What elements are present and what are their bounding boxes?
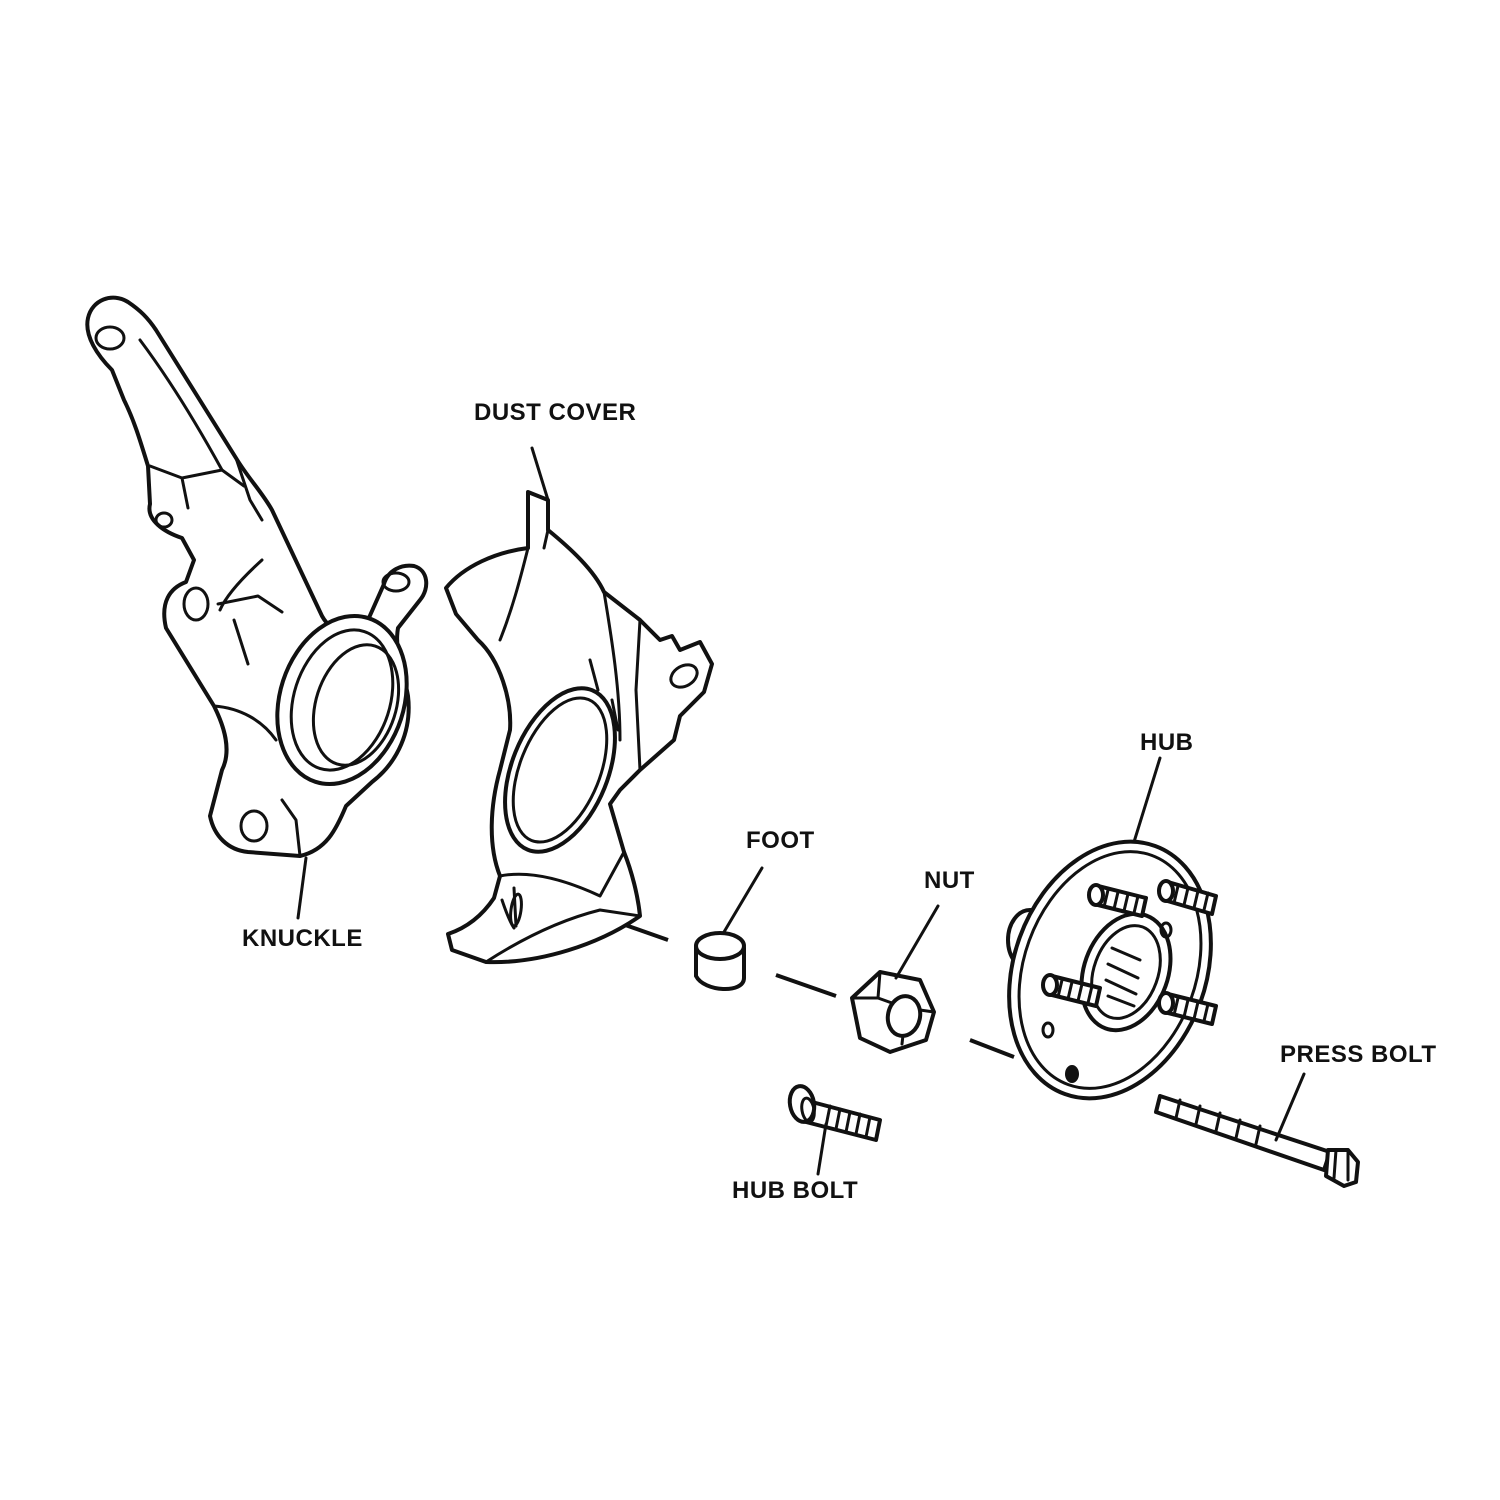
label-press-bolt: PRESS BOLT bbox=[1280, 1041, 1437, 1068]
label-knuckle: KNUCKLE bbox=[242, 925, 363, 952]
leader-hub bbox=[1132, 756, 1162, 844]
leader-foot bbox=[722, 866, 764, 934]
leader-hub-bolt bbox=[816, 1122, 828, 1176]
dust-cover-part bbox=[444, 490, 714, 965]
leader-lines bbox=[296, 446, 1306, 1176]
hub-studs bbox=[1041, 879, 1218, 1026]
label-foot: FOOT bbox=[746, 827, 815, 854]
press-bolt-part bbox=[1154, 1094, 1360, 1188]
foot-part bbox=[694, 931, 746, 992]
label-dust-cover: DUST COVER bbox=[474, 399, 636, 426]
leader-nut bbox=[894, 904, 940, 980]
label-hub-bolt: HUB BOLT bbox=[732, 1177, 858, 1204]
hub-bolt-part bbox=[787, 1084, 882, 1142]
leader-dust-cover bbox=[530, 446, 550, 502]
label-hub: HUB bbox=[1140, 729, 1194, 756]
leader-press-bolt bbox=[1274, 1072, 1306, 1142]
nut-part bbox=[850, 970, 936, 1054]
hub-part bbox=[1006, 839, 1218, 1101]
knuckle-part bbox=[85, 295, 429, 858]
label-nut: NUT bbox=[924, 867, 975, 894]
leader-knuckle bbox=[296, 856, 308, 920]
